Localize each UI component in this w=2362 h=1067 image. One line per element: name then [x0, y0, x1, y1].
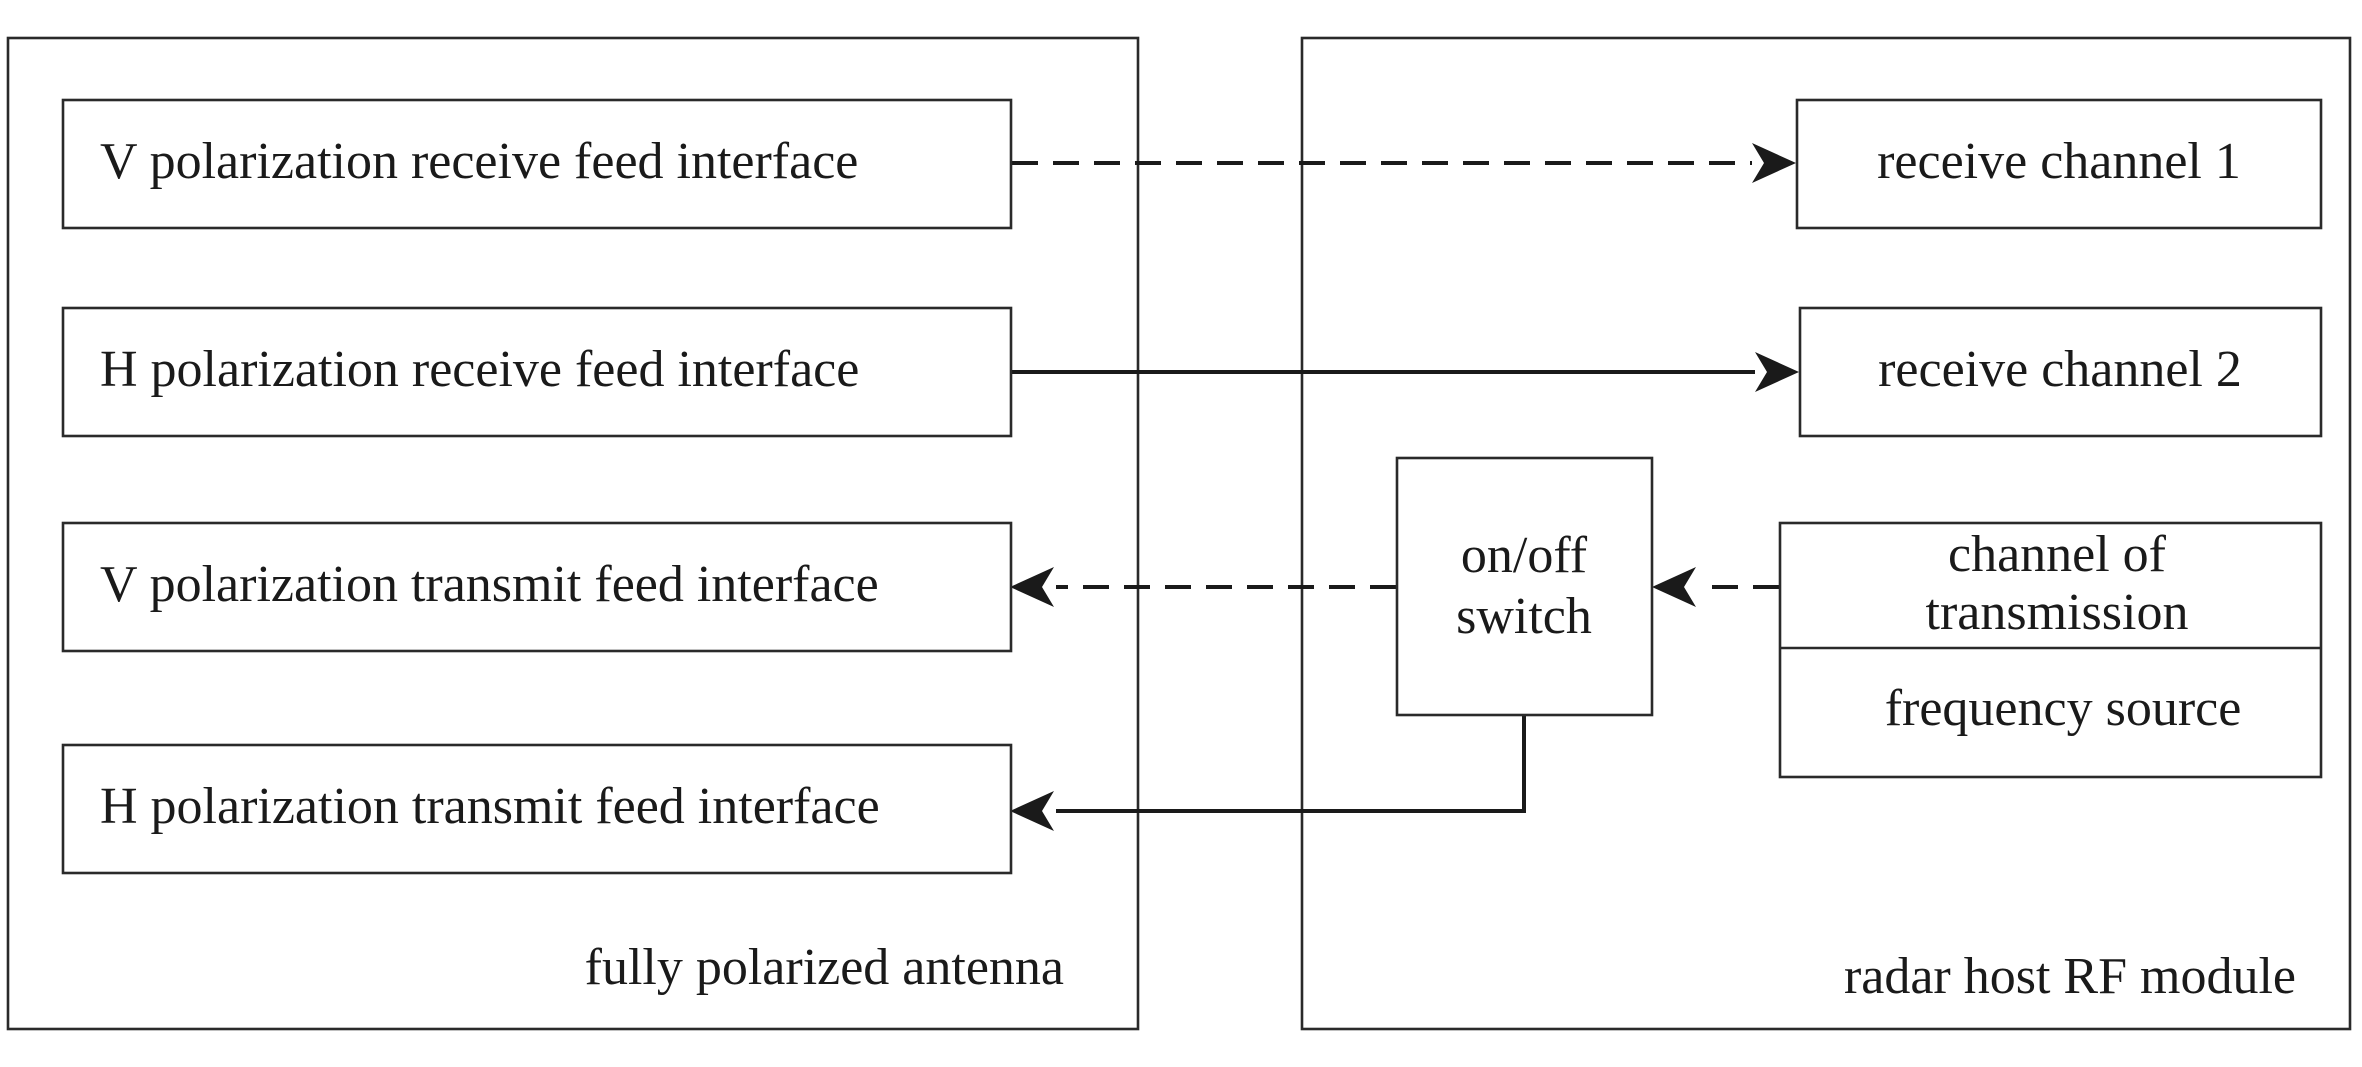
receive-channel-2: receive channel 2 [1798, 306, 2323, 438]
arrowhead-receive-channel-1 [1752, 143, 1796, 183]
antenna-frame [6, 36, 1140, 1031]
on-off-switch: on/off switch [1395, 456, 1654, 717]
port-h-receive: H polarization receive feed interface [61, 306, 1013, 438]
receive-channel-1-label: receive channel 1 [1877, 133, 2241, 190]
port-v-receive-label: V polarization receive feed interface [100, 133, 858, 190]
arrowhead-v-transmit [1010, 567, 1054, 607]
port-h-receive-label: H polarization receive feed interface [100, 341, 859, 398]
switch-label-line-1: on/off [1461, 527, 1588, 584]
port-h-transmit-label: H polarization transmit feed interface [100, 778, 880, 835]
rf-module-title: radar host RF module [1844, 948, 2296, 1005]
link-switch-to-h-transmit [1056, 715, 1526, 813]
arrowhead-switch [1652, 567, 1696, 607]
antenna-title: fully polarized antenna [585, 939, 1064, 996]
arrowhead-h-transmit [1010, 791, 1054, 831]
rf-module-frame [1300, 36, 2352, 1031]
transmitter-stack: channel of transmission frequency source [1778, 521, 2323, 779]
receive-channel-2-label: receive channel 2 [1878, 341, 2242, 398]
receive-channel-1: receive channel 1 [1795, 98, 2323, 230]
arrowhead-receive-channel-2 [1755, 352, 1799, 392]
port-v-transmit-label: V polarization transmit feed interface [100, 556, 879, 613]
switch-label-line-2: switch [1456, 588, 1592, 645]
port-h-transmit: H polarization transmit feed interface [61, 743, 1013, 875]
frequency-source-label: frequency source [1885, 680, 2242, 737]
port-v-receive: V polarization receive feed interface [61, 98, 1013, 230]
port-v-transmit: V polarization transmit feed interface [61, 521, 1013, 653]
transmission-channel-line-1: channel of [1948, 526, 2167, 583]
transmission-channel-line-2: transmission [1926, 584, 2189, 641]
